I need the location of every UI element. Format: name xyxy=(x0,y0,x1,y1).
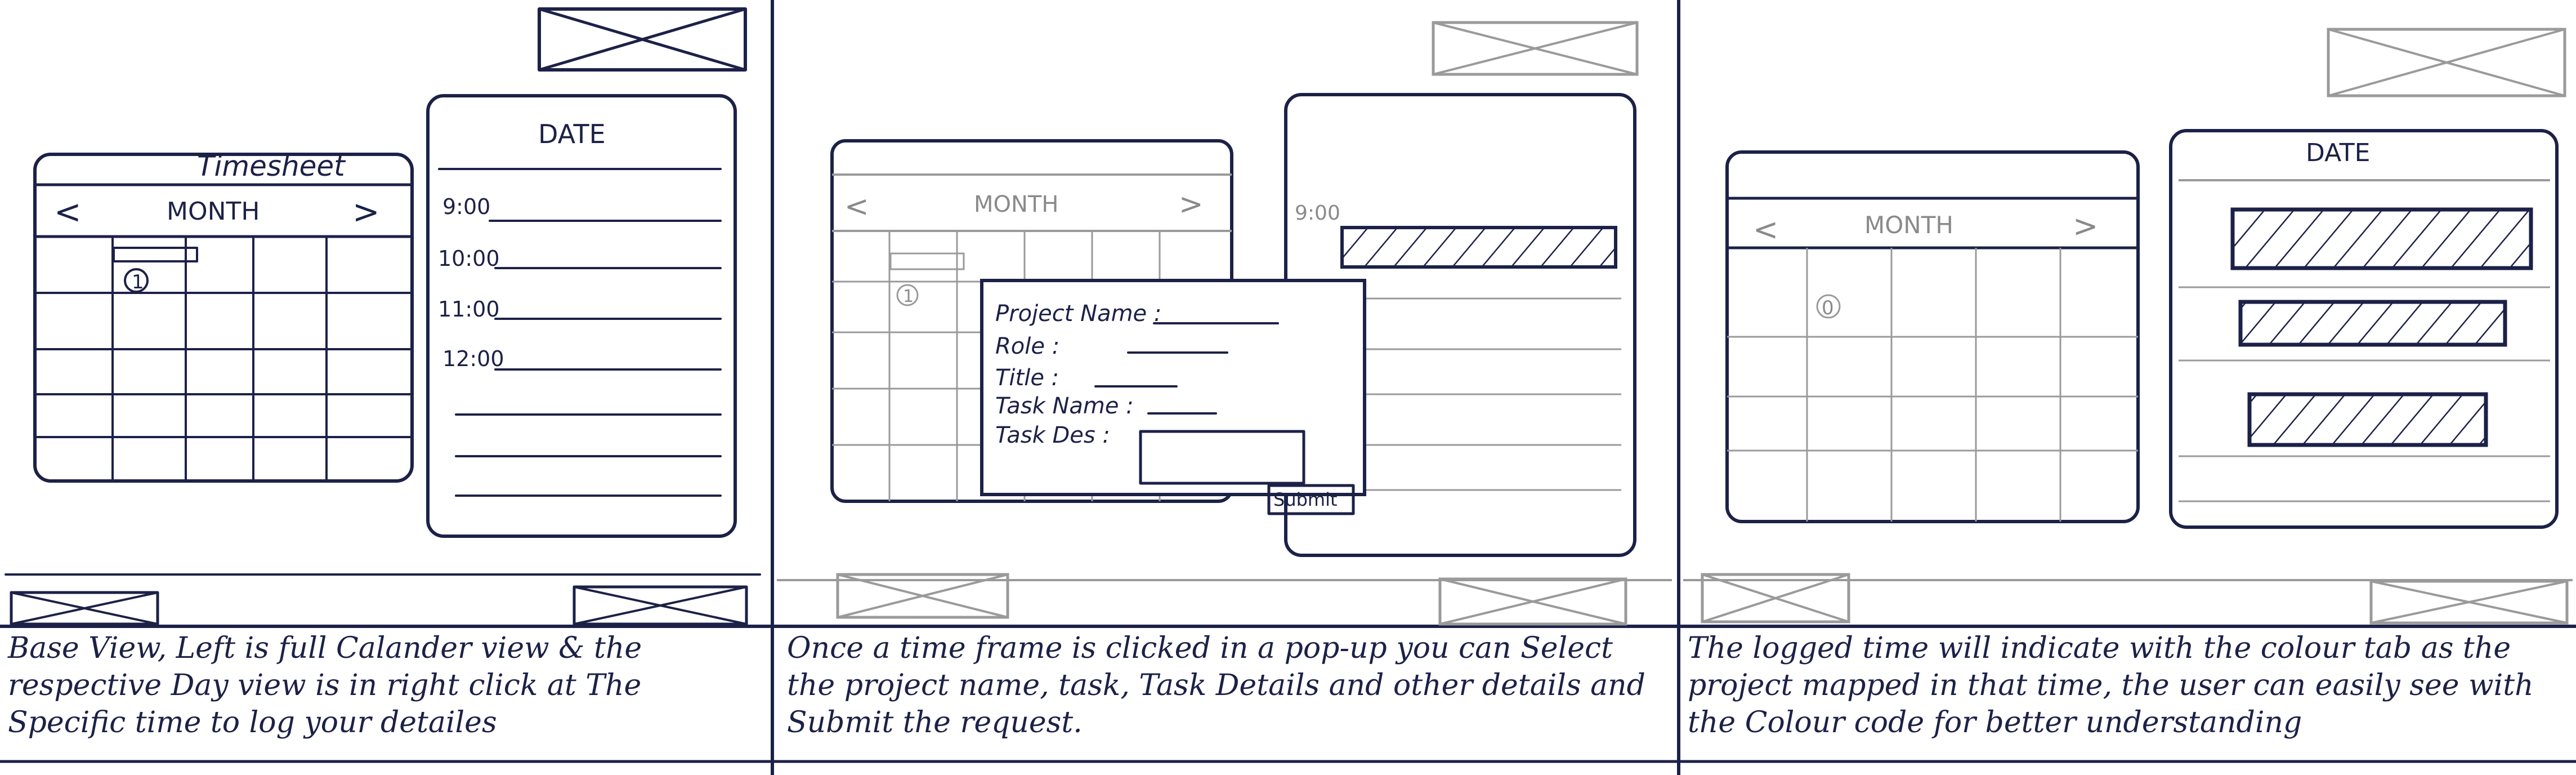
calendar-view: Timesheet < MONTH > 1 xyxy=(33,150,414,483)
panel-1: Timesheet < MONTH > 1 DATE 9:00 10:00 xyxy=(5,7,761,626)
month-label: MONTH xyxy=(1864,211,1953,239)
date-header: DATE xyxy=(538,119,606,149)
svg-text:0: 0 xyxy=(1822,297,1834,319)
panel-3: < MONTH > 0 DATE xyxy=(1683,28,2573,625)
svg-text:1: 1 xyxy=(132,271,144,293)
image-placeholder-top xyxy=(2327,28,2566,97)
date-header: DATE xyxy=(2306,139,2370,167)
image-placeholder-top xyxy=(1432,21,1639,76)
event-marker[interactable] xyxy=(124,268,149,293)
role-label: Role : xyxy=(995,333,1059,359)
panel-2-caption: Once a time frame is clicked in a pop-up… xyxy=(787,631,1645,740)
selected-time-slot[interactable] xyxy=(1340,226,1617,269)
next-month-button[interactable]: > xyxy=(1179,188,1204,221)
time-slot-label: 9:00 xyxy=(442,194,490,219)
next-month-button[interactable]: > xyxy=(2073,208,2098,244)
task-desc-textarea[interactable] xyxy=(1139,430,1305,485)
time-slot-label: 11:00 xyxy=(438,297,500,322)
time-slot-label: 9:00 xyxy=(1295,202,1340,225)
prev-month-button[interactable]: < xyxy=(54,193,82,231)
month-label: MONTH xyxy=(167,197,260,226)
image-placeholder-bottom-left xyxy=(10,591,159,626)
month-label: MONTH xyxy=(974,191,1058,217)
submit-button-label: Submit xyxy=(1273,489,1338,510)
logged-time-tab[interactable] xyxy=(2247,392,2488,447)
logged-time-tab[interactable] xyxy=(2238,300,2507,347)
image-placeholder-bottom-right xyxy=(1438,577,1627,626)
next-month-button[interactable]: > xyxy=(352,193,380,231)
submit-button[interactable] xyxy=(1267,484,1355,515)
event-marker[interactable] xyxy=(1816,294,1841,319)
image-placeholder-bottom-left xyxy=(1701,573,1850,623)
event-marker[interactable] xyxy=(896,284,919,306)
prev-month-button[interactable]: < xyxy=(1753,212,1778,247)
task-desc-label: Task Des : xyxy=(995,422,1110,448)
time-slot-label: 10:00 xyxy=(438,246,500,271)
day-view: DATE 9:00 10:00 11:00 12:00 xyxy=(426,94,737,538)
svg-text:1: 1 xyxy=(903,287,914,306)
task-popup: Project Name : Role : Title : Task Name … xyxy=(980,279,1366,515)
day-view: DATE xyxy=(2169,129,2559,529)
prev-month-button[interactable]: < xyxy=(844,190,869,224)
time-slot-label: 12:00 xyxy=(442,346,504,371)
image-placeholder-bottom-left xyxy=(836,573,1009,619)
image-placeholder-bottom-right xyxy=(2369,580,2569,625)
panel-3-caption: The logged time will indicate with the c… xyxy=(1688,631,2534,740)
calendar-title: Timesheet xyxy=(197,150,346,182)
panel-2: < MONTH > 1 9:00 xyxy=(777,21,1672,626)
panel-1-caption: Base View, Left is full Calander view & … xyxy=(8,631,642,740)
image-placeholder-bottom-right xyxy=(573,585,748,626)
selected-day-bar[interactable] xyxy=(113,247,198,262)
task-name-label: Task Name : xyxy=(995,393,1134,419)
project-name-label: Project Name : xyxy=(995,301,1161,327)
calendar-view: < MONTH > 0 xyxy=(1725,150,2140,523)
title-label: Title : xyxy=(995,365,1059,391)
logged-time-tab[interactable] xyxy=(2230,207,2533,270)
image-placeholder-top xyxy=(538,7,747,72)
